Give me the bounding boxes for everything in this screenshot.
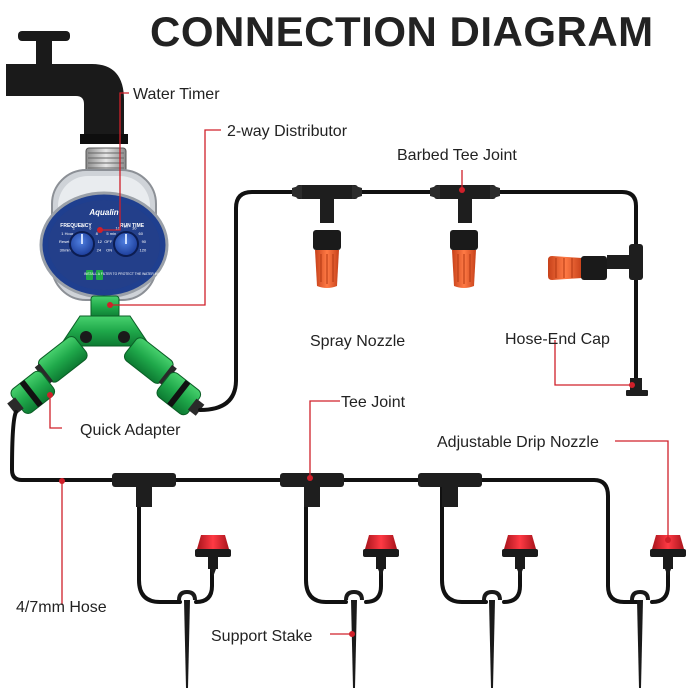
drip-branch-3	[440, 484, 488, 604]
dripper-feed-3	[502, 566, 522, 604]
upper-hose-run	[494, 190, 638, 246]
lower-hose-run	[480, 478, 642, 604]
frequency-label: FREQUENCY	[60, 223, 92, 229]
callout-dots	[47, 187, 671, 637]
frequency-dial-mark: 6	[89, 226, 92, 231]
run-time-dial-mark: 90	[142, 239, 147, 244]
timer-button-right[interactable]	[96, 270, 103, 280]
label-hose: 4/7mm Hose	[16, 599, 107, 616]
label-barbed-tee-joint: Barbed Tee Joint	[397, 147, 517, 164]
run-time-dial-mark: 10	[115, 226, 120, 231]
run-time-dial-mark: 60	[138, 231, 143, 236]
label-adjustable-drip-nozzle: Adjustable Drip Nozzle	[437, 434, 599, 451]
barbed-tee-joint	[292, 185, 643, 280]
drip-branch-2	[304, 484, 348, 604]
dripper-feed-2	[364, 566, 383, 604]
left-valve-knob[interactable]	[80, 331, 92, 343]
timer-note: INSTALL A FILTER TO PROTECT THE WATER IN…	[84, 272, 164, 276]
run-time-label: RUN TIME	[120, 223, 145, 229]
callout-leader-lines	[49, 92, 669, 635]
label-tee-joint: Tee Joint	[341, 394, 406, 411]
run-time-dial-mark: 30	[132, 226, 137, 231]
label-water-timer: Water Timer	[133, 86, 220, 103]
run-time-dial-mark: 20	[124, 224, 129, 229]
two-way-distributor	[34, 295, 177, 386]
run-time-dial-mark: ON	[106, 248, 112, 253]
label-hose-end-cap: Hose-End Cap	[505, 331, 610, 348]
hose-end-cap	[626, 378, 648, 396]
faucet-icon	[6, 31, 128, 144]
quick-adapter	[7, 370, 205, 416]
dripper-feed-1	[194, 566, 214, 604]
lower-hose-start	[10, 410, 114, 482]
timer-brand: Aqualin	[88, 208, 118, 217]
frequency-dial-mark: Reset	[59, 239, 70, 244]
adjustable-drip-nozzle	[195, 535, 686, 577]
frequency-dial-mark: 8	[96, 231, 99, 236]
upper-hose-riser	[198, 190, 298, 412]
timer-button-left[interactable]	[86, 270, 93, 280]
dripper-feed-4	[650, 566, 670, 604]
right-valve-knob[interactable]	[118, 331, 130, 343]
run-time-dial-mark: 5 min	[106, 231, 116, 236]
run-time-dial-mark: OFF	[104, 239, 113, 244]
frequency-dial-mark: 24	[97, 248, 102, 253]
tee-joint	[112, 473, 482, 507]
label-quick-adapter: Quick Adapter	[80, 422, 181, 439]
frequency-dial-mark: 12	[98, 239, 103, 244]
spray-nozzle	[313, 230, 607, 288]
frequency-dial-mark: 30min	[60, 248, 71, 253]
frequency-dial-mark: 2	[73, 226, 76, 231]
frequency-dial-mark: 1 Hour	[61, 231, 74, 236]
water-timer: Aqualin FREQUENCY RUN TIME 30min Reset 1 H…	[39, 147, 169, 301]
drip-branch-1	[137, 484, 182, 604]
diagram-title: CONNECTION DIAGRAM	[150, 8, 654, 55]
label-spray-nozzle: Spray Nozzle	[310, 333, 405, 350]
label-support-stake: Support Stake	[211, 628, 313, 645]
support-stake	[177, 589, 650, 688]
hose-network	[10, 190, 670, 604]
run-time-dial-mark: 120	[140, 248, 147, 253]
frequency-dial-mark: 4	[81, 224, 84, 229]
label-2-way-distributor: 2-way Distributor	[227, 123, 348, 140]
